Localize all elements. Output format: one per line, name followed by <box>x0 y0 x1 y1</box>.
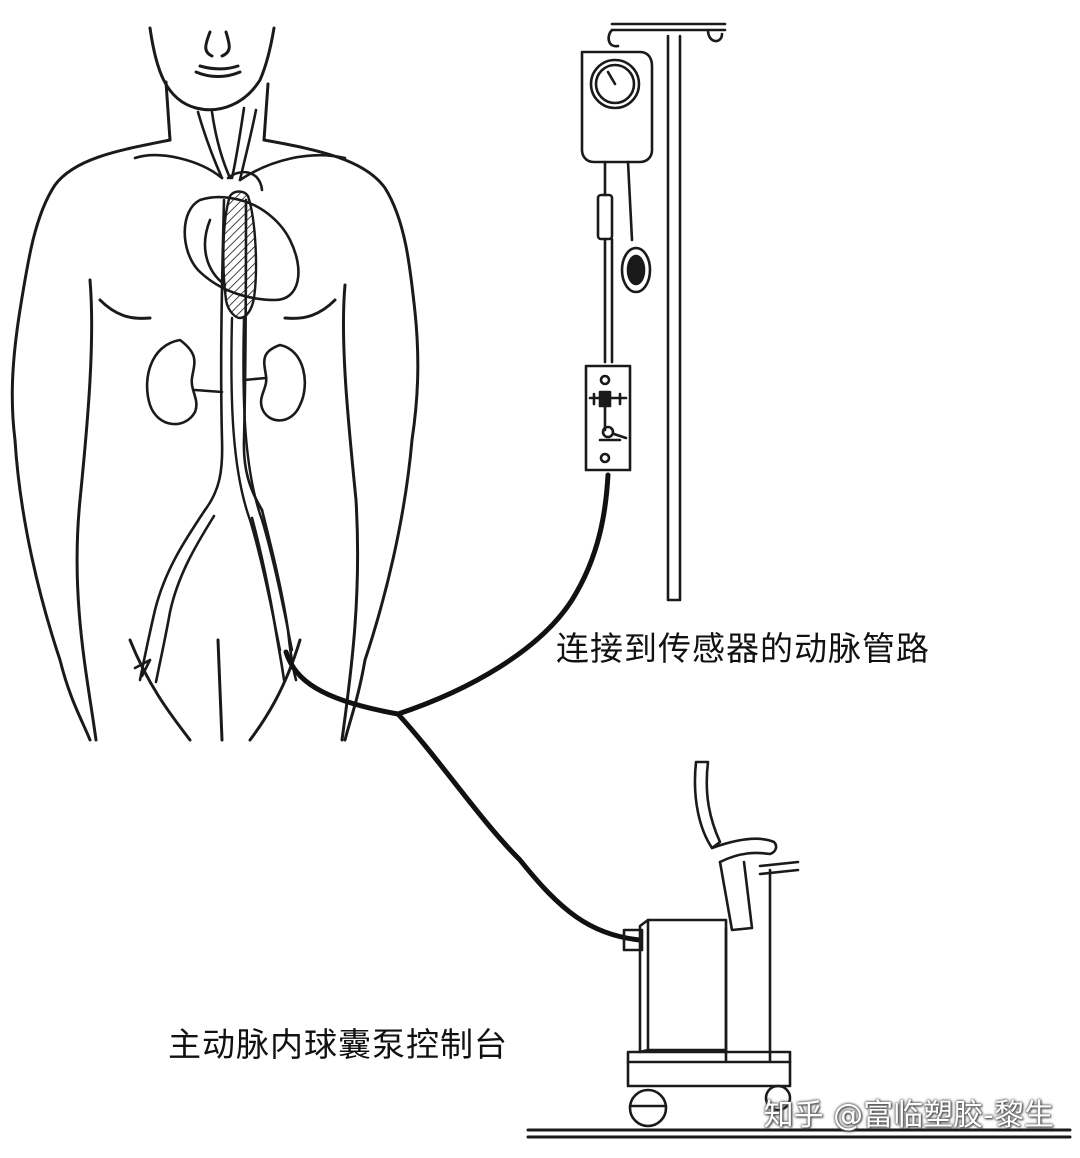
right-pectoral <box>283 298 337 320</box>
wheel-front <box>628 1088 668 1128</box>
iabp-console <box>526 760 1072 1139</box>
cart-base <box>626 1050 792 1088</box>
console-label: 主动脉内球囊泵控制台 <box>168 1025 508 1064</box>
left-shoulder-arm <box>10 138 172 742</box>
console-tube <box>395 711 643 943</box>
right-shoulder-arm <box>262 138 420 742</box>
left-iliac <box>138 508 207 682</box>
face <box>148 26 276 112</box>
watermark: 知乎 @富临塑胶-黎生 <box>763 1098 1054 1133</box>
nose <box>204 30 231 58</box>
arterial-line-label: 连接到传感器的动脉管路 <box>556 629 930 668</box>
leg-center <box>216 638 224 742</box>
pressure-bag <box>580 50 654 164</box>
catheter-lead <box>283 649 401 717</box>
left-kidney <box>145 338 198 426</box>
inflation-bulb <box>620 246 652 294</box>
console-body <box>646 918 728 1052</box>
catheter-shaft-a <box>230 316 282 652</box>
hip-right <box>248 638 302 742</box>
tubing <box>283 472 643 943</box>
torso-right <box>340 283 360 742</box>
transducer-panel <box>584 364 632 472</box>
balloon-catheter <box>222 190 294 652</box>
flush-device <box>596 193 614 241</box>
neck-right <box>262 82 270 142</box>
human-body <box>10 26 420 742</box>
left-pectoral <box>98 298 152 320</box>
hip-left <box>128 638 192 742</box>
balloon <box>222 190 258 320</box>
arterial-line-tube <box>395 472 611 717</box>
monitor <box>693 760 722 850</box>
iv-pole <box>666 34 682 602</box>
mouth <box>194 64 242 78</box>
neck-left <box>164 80 172 142</box>
wheel-back <box>764 1084 792 1112</box>
torso-left <box>75 278 98 742</box>
pressure-gauge <box>589 58 641 110</box>
right-kidney <box>259 343 307 422</box>
floor-line <box>526 1128 1072 1139</box>
aorta-left <box>203 198 226 512</box>
catheter-shaft-b <box>242 316 294 652</box>
iv-pole-assembly <box>580 22 727 602</box>
